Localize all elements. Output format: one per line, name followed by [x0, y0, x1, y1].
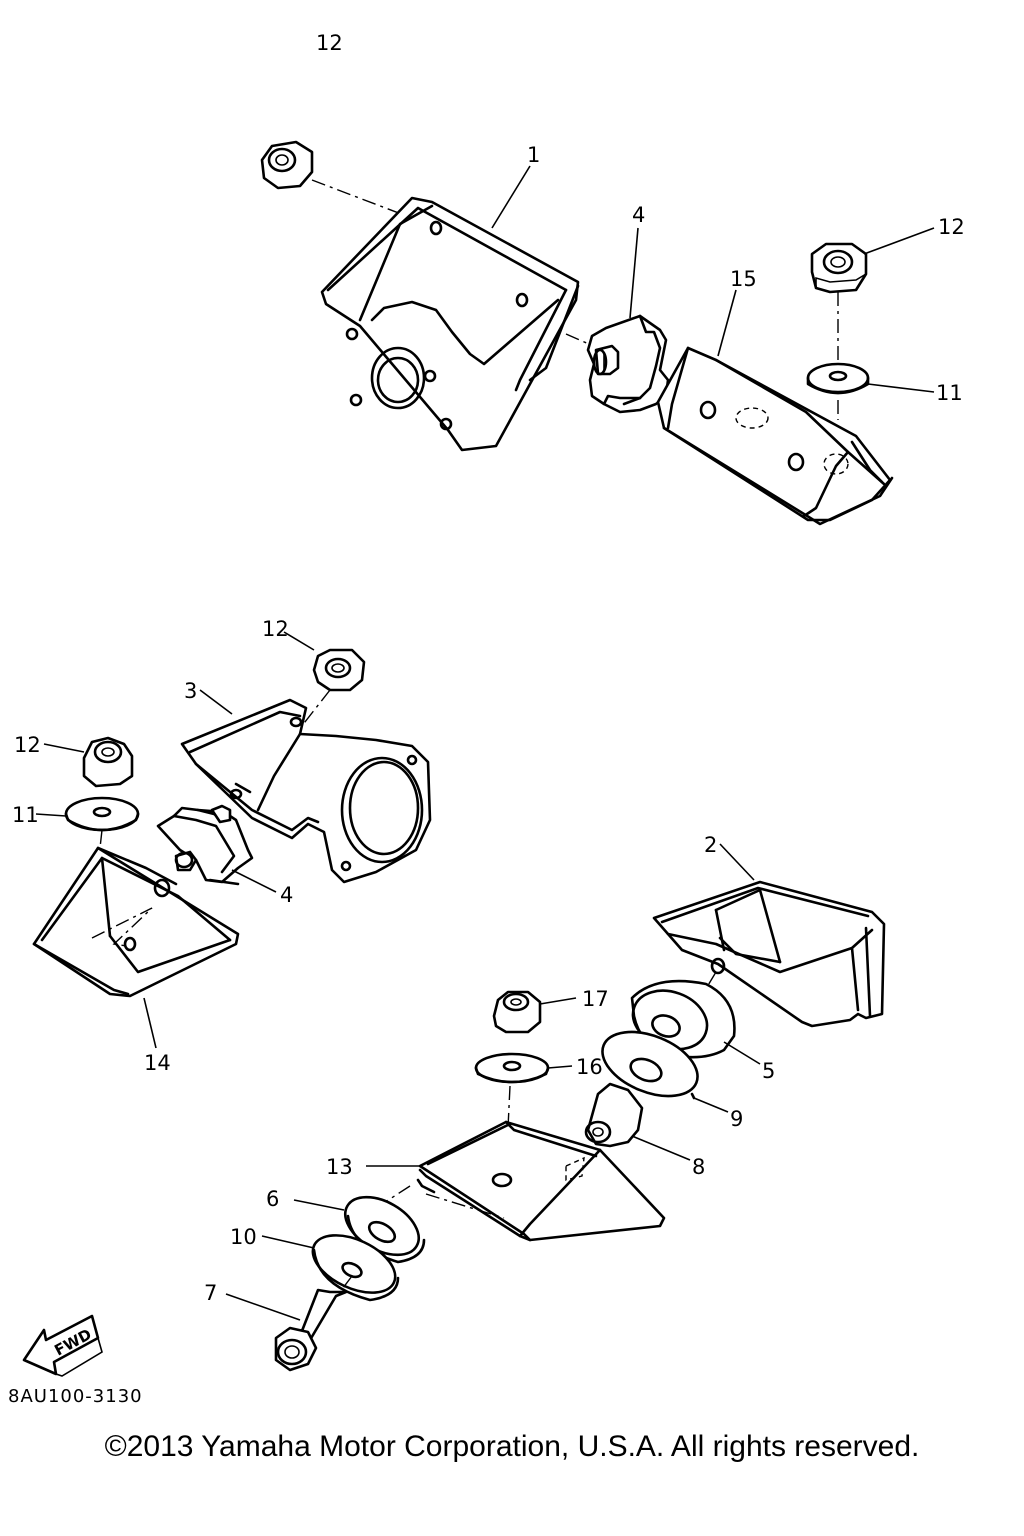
part-4-rubber-mount-middle	[156, 804, 254, 886]
part-7-bolt	[274, 1288, 348, 1372]
part-14-triangular-plate	[32, 846, 240, 998]
callout-4: 4	[632, 203, 645, 227]
part-8-collar	[584, 1082, 644, 1148]
part-10-washer	[311, 1234, 400, 1302]
part-6-washer	[344, 1195, 426, 1264]
callout-3: 3	[184, 679, 197, 703]
part-15-plate-bracket	[656, 346, 894, 526]
part-2-rear-bracket	[652, 880, 886, 1028]
part-17-nut	[492, 990, 542, 1034]
callout-12: 12	[262, 617, 289, 641]
callout-7: 7	[204, 1281, 217, 1305]
callout-4: 4	[280, 883, 293, 907]
callout-11: 11	[12, 803, 39, 827]
part-16-washer	[474, 1052, 550, 1084]
callout-17: 17	[582, 987, 609, 1011]
callout-10: 10	[230, 1225, 257, 1249]
callout-6: 6	[266, 1187, 279, 1211]
callout-16: 16	[576, 1055, 603, 1079]
callout-8: 8	[692, 1155, 705, 1179]
callout-2: 2	[704, 833, 717, 857]
callout-14: 14	[144, 1051, 171, 1075]
part-13-bottom-plate	[416, 1120, 666, 1242]
part-3-ring-bracket	[180, 698, 432, 884]
part-11-washer-top-right	[806, 362, 870, 395]
callout-13: 13	[326, 1155, 353, 1179]
callout-15: 15	[730, 267, 757, 291]
drawing-code: 8AU100-3130	[8, 1386, 143, 1407]
callout-1: 1	[527, 143, 540, 167]
part-4-rubber-mount-top	[586, 314, 670, 414]
callout-11: 11	[936, 381, 963, 405]
callout-12: 12	[14, 733, 41, 757]
copyright-notice: ©2013 Yamaha Motor Corporation, U.S.A. A…	[104, 1430, 920, 1463]
callout-12: 12	[938, 215, 965, 239]
callout-12: 12	[316, 31, 343, 55]
fwd-arrow: FWD	[22, 1314, 103, 1377]
part-12-nut-middle	[312, 648, 366, 692]
part-12-nut-top-left	[260, 140, 314, 190]
part-9-washer	[601, 1030, 699, 1100]
callout-9: 9	[730, 1107, 743, 1131]
part-12-nut-top-right	[810, 242, 868, 294]
callout-5: 5	[762, 1059, 775, 1083]
part-11-washer-left	[64, 796, 140, 832]
part-1-upper-bracket	[320, 196, 580, 452]
part-12-nut-left	[82, 736, 134, 788]
